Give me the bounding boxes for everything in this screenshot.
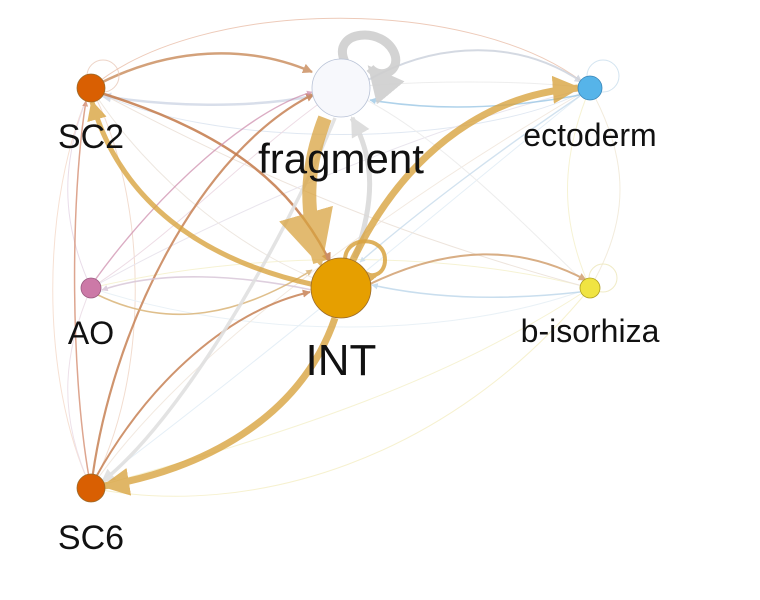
edge	[52, 87, 92, 489]
edge-sc6-fragment	[89, 93, 315, 489]
edge-sc2-fragment	[90, 52, 313, 90]
int-self-loop	[343, 239, 388, 287]
nodes	[76, 58, 603, 503]
edge-ectoderm-fragment	[369, 94, 581, 108]
edge-int-sc6	[101, 316, 339, 496]
edge	[90, 287, 591, 497]
node-ao[interactable]	[80, 277, 102, 299]
node-fragment[interactable]	[311, 58, 371, 118]
edge-int-ectoderm	[348, 75, 581, 264]
edge-ao-int	[97, 269, 313, 316]
edge-ao-fragment	[94, 90, 313, 281]
edge	[90, 87, 591, 289]
edge	[90, 17, 591, 89]
node-label-sc2: SC2	[57, 118, 125, 156]
node-bisorhiza[interactable]	[579, 277, 601, 299]
faint-edges	[52, 17, 621, 497]
node-label-fragment: fragment	[258, 135, 424, 182]
edge-bisorhiza-int	[371, 283, 581, 299]
node-sc6[interactable]	[76, 473, 106, 503]
fragment-self-loop	[338, 30, 405, 105]
edge	[589, 87, 621, 289]
node-sc2[interactable]	[76, 73, 106, 103]
edge	[90, 87, 342, 289]
node-label-ectoderm: ectoderm	[523, 117, 657, 153]
edge-int-bisorhiza	[367, 253, 587, 286]
edge	[340, 81, 591, 89]
node-label-bisorhiza: b-isorhiza	[520, 313, 660, 349]
edge	[67, 287, 92, 489]
edge	[90, 87, 136, 489]
node-label-ao: AO	[67, 315, 115, 351]
edge	[90, 87, 591, 135]
edge	[67, 87, 92, 289]
edge-fragment-int	[279, 115, 333, 268]
node-label-sc6: SC6	[57, 519, 125, 557]
edge	[567, 87, 591, 289]
node-int[interactable]	[310, 257, 372, 319]
edge-sc6-sc2	[73, 100, 92, 489]
node-label-int: INT	[305, 336, 377, 385]
edge-int-sc2	[87, 100, 316, 288]
node-ectoderm[interactable]	[577, 75, 603, 101]
thick-edges	[87, 75, 581, 496]
edge-fragment-ectoderm	[367, 49, 583, 83]
edge	[90, 287, 591, 328]
edge-fragment-sc2	[101, 92, 314, 106]
edge-sc6-int	[95, 289, 311, 478]
edge-ectoderm-int	[359, 95, 581, 263]
